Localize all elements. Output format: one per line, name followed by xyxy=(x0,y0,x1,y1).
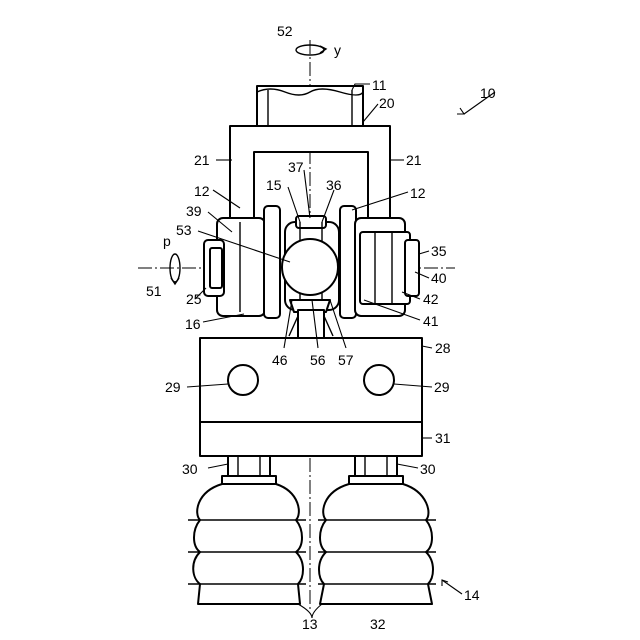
label-25: 25 xyxy=(186,291,202,307)
fitting-30-left xyxy=(222,456,276,484)
universal-joint xyxy=(282,216,339,340)
label-11: 11 xyxy=(372,77,387,93)
label-53: 53 xyxy=(176,222,192,238)
shaft-11 xyxy=(257,86,363,126)
label-41: 41 xyxy=(423,313,439,329)
label-29-left: 29 xyxy=(165,379,181,395)
hole-29-right xyxy=(364,365,394,395)
label-14: 14 xyxy=(464,587,480,603)
label-52: 52 xyxy=(277,23,293,39)
label-42: 42 xyxy=(423,291,439,307)
rotation-arrow-y-icon xyxy=(296,45,326,55)
label-31: 31 xyxy=(435,430,451,446)
label-35: 35 xyxy=(431,243,447,259)
label-32: 32 xyxy=(370,616,386,632)
label-15: 15 xyxy=(266,177,282,193)
label-29-right: 29 xyxy=(434,379,450,395)
hole-29-left xyxy=(228,365,258,395)
right-joint-assembly xyxy=(340,206,419,318)
label-28: 28 xyxy=(435,340,451,356)
bellows-cup-right xyxy=(318,484,436,604)
plate-31 xyxy=(200,422,422,456)
label-46: 46 xyxy=(272,352,288,368)
label-12-left: 12 xyxy=(194,183,210,199)
left-joint-assembly xyxy=(204,206,280,318)
rotation-arrow-p-icon xyxy=(170,254,180,284)
label-21-left: 21 xyxy=(194,152,210,168)
label-37: 37 xyxy=(288,159,304,175)
label-13: 13 xyxy=(302,616,318,632)
label-56: 56 xyxy=(310,352,326,368)
fitting-30-right xyxy=(349,456,403,484)
bellows-cup-left xyxy=(188,484,306,604)
label-36: 36 xyxy=(326,177,342,193)
label-30-left: 30 xyxy=(182,461,198,477)
label-y: y xyxy=(334,42,341,58)
label-p: p xyxy=(163,233,171,249)
label-57: 57 xyxy=(338,352,354,368)
label-16: 16 xyxy=(185,316,201,332)
label-12-right: 12 xyxy=(410,185,426,201)
label-21-right: 21 xyxy=(406,152,422,168)
label-39: 39 xyxy=(186,203,202,219)
label-10: 10 xyxy=(480,85,496,101)
label-20: 20 xyxy=(379,95,395,111)
label-30-right: 30 xyxy=(420,461,436,477)
label-51: 51 xyxy=(146,283,162,299)
label-40: 40 xyxy=(431,270,447,286)
